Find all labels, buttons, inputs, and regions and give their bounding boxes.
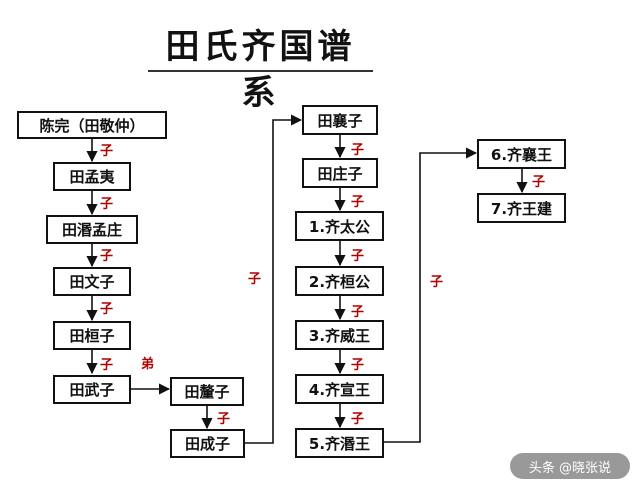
relation-son-label: 子 xyxy=(351,412,365,427)
relation-son-label: 子 xyxy=(100,358,114,373)
node-tian-mengyi: 田孟夷 xyxy=(53,162,131,191)
node-tian-wuzi: 田武子 xyxy=(53,375,131,404)
relation-son-label: 子 xyxy=(532,175,546,190)
node-tian-lizi: 田釐子 xyxy=(170,377,244,406)
node-tian-minmengzhuang: 田湣孟庄 xyxy=(46,215,138,244)
diagram-title: 田氏齐国谱系 xyxy=(148,24,373,113)
node-qi-xuanwang: 4.齐宣王 xyxy=(295,374,384,404)
relation-brother-label: 弟 xyxy=(141,357,155,372)
relation-son-label: 子 xyxy=(100,197,114,212)
relation-son-label: 子 xyxy=(351,143,365,158)
watermark: 头条 @晓张说 xyxy=(510,453,630,479)
node-tian-chengzi: 田成子 xyxy=(170,429,245,458)
node-tian-huanzi: 田桓子 xyxy=(53,321,131,350)
relation-son-label: 子 xyxy=(351,305,365,320)
relation-son-label: 子 xyxy=(100,249,114,264)
node-qi-weiwang: 3.齐威王 xyxy=(295,320,384,350)
node-qi-huangong: 2.齐桓公 xyxy=(295,266,384,296)
node-qi-taigong: 1.齐太公 xyxy=(295,211,384,241)
relation-son-label: 子 xyxy=(248,272,262,287)
relation-son-label: 子 xyxy=(351,358,365,373)
node-tian-zhuangzi: 田庄子 xyxy=(302,158,378,188)
node-tian-xiangzi: 田襄子 xyxy=(302,105,378,135)
node-qi-minwang: 5.齐湣王 xyxy=(295,428,384,458)
node-qi-xiangwang: 6.齐襄王 xyxy=(477,139,566,169)
relation-son-label: 子 xyxy=(100,302,114,317)
relation-son-label: 子 xyxy=(351,195,365,210)
relation-son-label: 子 xyxy=(430,275,444,290)
node-chen-wan: 陈完（田敬仲） xyxy=(17,111,167,139)
relation-son-label: 子 xyxy=(100,144,114,159)
arrow-8-9 xyxy=(245,114,303,444)
relation-son-label: 子 xyxy=(351,249,365,264)
relation-son-label: 子 xyxy=(217,412,231,427)
node-qi-wangjian: 7.齐王建 xyxy=(477,193,566,223)
arrow-15-16 xyxy=(384,147,478,443)
node-tian-wenzi: 田文子 xyxy=(53,267,131,296)
